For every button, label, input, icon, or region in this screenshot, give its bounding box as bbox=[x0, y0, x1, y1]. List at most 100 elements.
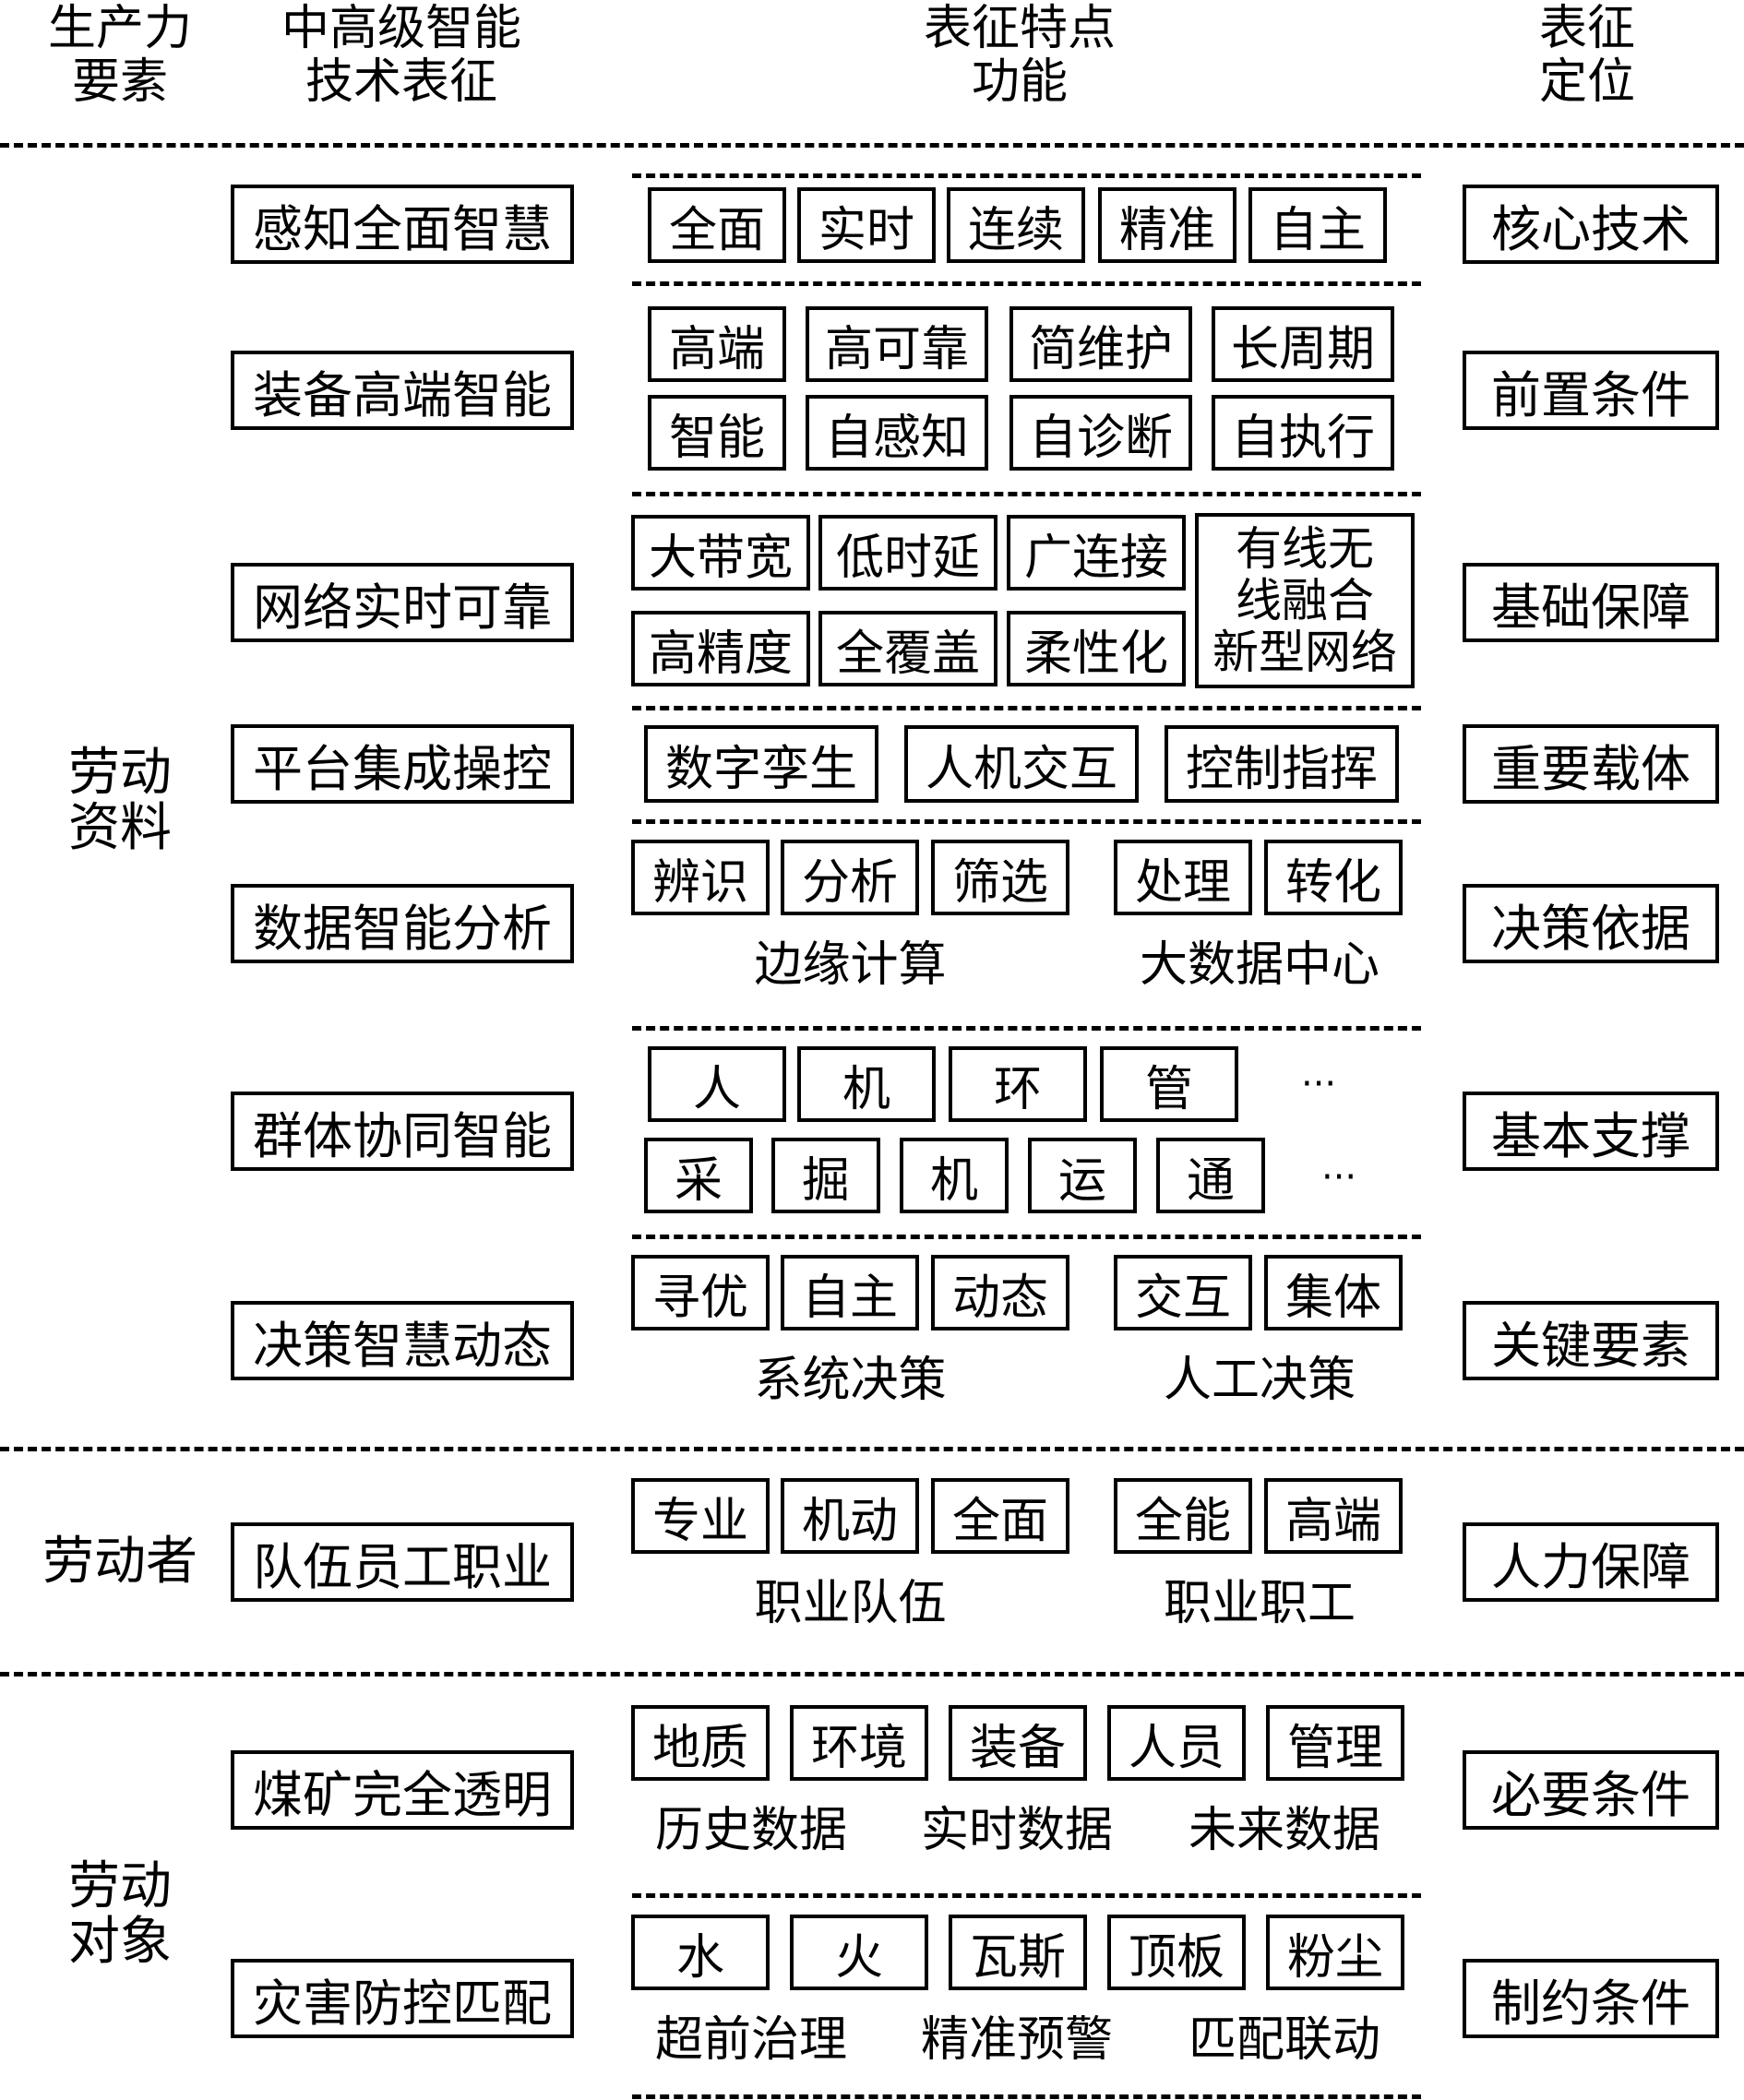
position-box: 前置条件 bbox=[1463, 351, 1719, 430]
feature-divider bbox=[632, 819, 1421, 824]
feature-box: 柔性化 bbox=[1007, 611, 1186, 686]
feature-box: 处理 bbox=[1114, 840, 1252, 915]
section-divider-object bbox=[0, 1672, 1744, 1676]
feature-box: 简维护 bbox=[1009, 306, 1192, 382]
feature-box: 机动 bbox=[781, 1478, 919, 1554]
feature-box: 自主 bbox=[1248, 187, 1387, 263]
feature-box: 人员 bbox=[1107, 1705, 1246, 1781]
group-label: 系统决策 bbox=[754, 1353, 947, 1408]
feature-box: 火 bbox=[790, 1915, 928, 1990]
feature-box: 低时延 bbox=[818, 515, 997, 591]
feature-box: 人 bbox=[648, 1046, 786, 1122]
position-box: 基本支撑 bbox=[1463, 1092, 1719, 1171]
group-label: 边缘计算 bbox=[754, 937, 947, 993]
header-col2: 中高级智能 技术表征 bbox=[281, 1, 521, 110]
tech-box: 平台集成操控 bbox=[231, 724, 574, 804]
feature-box: 数字孪生 bbox=[644, 725, 878, 803]
action-label: 超前治理 bbox=[654, 2012, 847, 2068]
feature-box: 交互 bbox=[1114, 1255, 1252, 1330]
tech-box: 煤矿完全透明 bbox=[231, 1750, 574, 1830]
feature-box: 地质 bbox=[631, 1705, 770, 1781]
position-box: 人力保障 bbox=[1463, 1522, 1719, 1602]
header-col1: 生产力 要素 bbox=[47, 1, 192, 110]
feature-box: 全面 bbox=[648, 187, 786, 263]
feature-box: 大带宽 bbox=[631, 515, 810, 591]
feature-box: 智能 bbox=[648, 395, 786, 471]
feature-box: 转化 bbox=[1264, 840, 1403, 915]
position-box: 必要条件 bbox=[1463, 1750, 1719, 1830]
network-type-box: 有线无 线融合 新型网络 bbox=[1195, 513, 1415, 688]
feature-box: 运 bbox=[1028, 1138, 1137, 1213]
feature-box: 控制指挥 bbox=[1165, 725, 1399, 803]
feature-box: 水 bbox=[631, 1915, 770, 1990]
feature-divider bbox=[632, 492, 1421, 496]
feature-box: 精准 bbox=[1098, 187, 1236, 263]
data-label: 未来数据 bbox=[1188, 1803, 1380, 1858]
tech-box: 装备高端智能 bbox=[231, 351, 574, 430]
feature-box: 机 bbox=[900, 1138, 1009, 1213]
feature-box: 全覆盖 bbox=[818, 611, 997, 686]
feature-box: 自执行 bbox=[1212, 395, 1394, 471]
action-label: 精准预警 bbox=[920, 2012, 1113, 2068]
tech-box: 队伍员工职业 bbox=[231, 1522, 574, 1602]
position-box: 核心技术 bbox=[1463, 185, 1719, 264]
header-col3: 表征特点 功能 bbox=[923, 1, 1116, 110]
feature-box: 自诊断 bbox=[1009, 395, 1192, 471]
feature-box: 机 bbox=[797, 1046, 936, 1122]
feature-box: 顶板 bbox=[1107, 1915, 1246, 1990]
header-col4: 表征 定位 bbox=[1538, 1, 1635, 110]
tech-box: 灾害防控匹配 bbox=[231, 1959, 574, 2038]
category-labor-object: 劳动 对象 bbox=[68, 1856, 172, 1972]
feature-divider bbox=[632, 1235, 1421, 1239]
feature-box: 高可靠 bbox=[806, 306, 988, 382]
feature-box: 管 bbox=[1100, 1046, 1238, 1122]
tech-box: 感知全面智慧 bbox=[231, 185, 574, 264]
group-label: 大数据中心 bbox=[1139, 937, 1380, 993]
feature-box: 高端 bbox=[648, 306, 786, 382]
feature-box: 环境 bbox=[790, 1705, 928, 1781]
position-box: 关键要素 bbox=[1463, 1301, 1719, 1380]
section-divider-header bbox=[0, 143, 1744, 148]
feature-box: 广连接 bbox=[1007, 515, 1186, 591]
tech-box: 网络实时可靠 bbox=[231, 563, 574, 642]
feature-divider bbox=[632, 2094, 1421, 2099]
feature-divider bbox=[632, 1026, 1421, 1031]
feature-box: 人机交互 bbox=[904, 725, 1139, 803]
feature-divider bbox=[632, 1893, 1421, 1898]
feature-box: 采 bbox=[644, 1138, 753, 1213]
feature-box: 长周期 bbox=[1212, 306, 1394, 382]
feature-box: 筛选 bbox=[931, 840, 1069, 915]
feature-box: 掘 bbox=[771, 1138, 880, 1213]
feature-box: 粉尘 bbox=[1266, 1915, 1404, 1990]
position-box: 决策依据 bbox=[1463, 884, 1719, 963]
feature-box: 连续 bbox=[947, 187, 1085, 263]
feature-box: 环 bbox=[949, 1046, 1087, 1122]
feature-divider bbox=[632, 173, 1421, 178]
feature-box: 辨识 bbox=[631, 840, 770, 915]
feature-box: 装备 bbox=[949, 1705, 1087, 1781]
category-labor-materials: 劳动 资料 bbox=[68, 743, 172, 858]
feature-box: 管理 bbox=[1266, 1705, 1404, 1781]
group-label: 职业职工 bbox=[1163, 1576, 1356, 1631]
position-box: 制约条件 bbox=[1463, 1959, 1719, 2038]
category-laborer: 劳动者 bbox=[42, 1532, 197, 1592]
group-label: 职业队伍 bbox=[754, 1576, 947, 1631]
tech-box: 数据智能分析 bbox=[231, 884, 574, 963]
feature-box: 实时 bbox=[797, 187, 936, 263]
feature-divider bbox=[632, 706, 1421, 710]
feature-divider bbox=[632, 281, 1421, 286]
data-label: 历史数据 bbox=[654, 1803, 847, 1858]
feature-box: 自感知 bbox=[806, 395, 988, 471]
feature-box: 自主 bbox=[781, 1255, 919, 1330]
feature-box: 瓦斯 bbox=[949, 1915, 1087, 1990]
feature-box: 分析 bbox=[781, 840, 919, 915]
section-divider-laborer bbox=[0, 1447, 1744, 1451]
feature-box: 寻优 bbox=[631, 1255, 770, 1330]
feature-box: 全能 bbox=[1114, 1478, 1252, 1554]
position-box: 重要载体 bbox=[1463, 724, 1719, 804]
feature-box: 集体 bbox=[1264, 1255, 1403, 1330]
feature-box: 高端 bbox=[1264, 1478, 1403, 1554]
feature-box: 专业 bbox=[631, 1478, 770, 1554]
data-label: 实时数据 bbox=[920, 1803, 1113, 1858]
